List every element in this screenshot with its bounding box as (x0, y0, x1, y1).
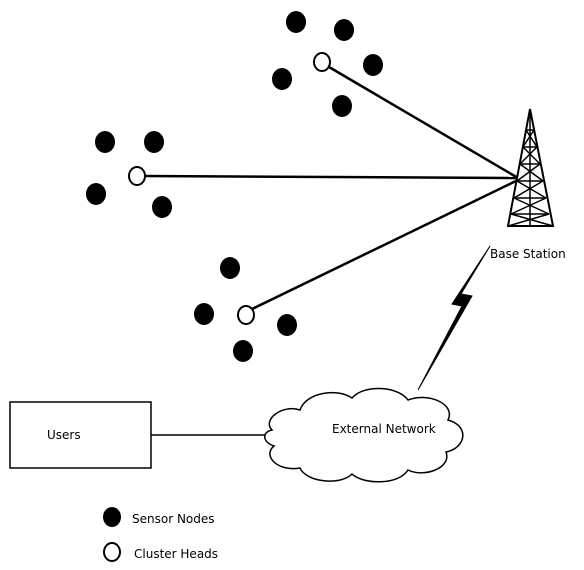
link-top-cluster (328, 65, 519, 180)
base-station-tower (506, 108, 555, 227)
sensor-node (86, 183, 106, 205)
sensor-node (95, 131, 115, 153)
sensor-node (272, 68, 292, 90)
sensor-node (332, 95, 352, 117)
link-left-cluster (144, 174, 519, 180)
legend-sensor-marker (103, 507, 121, 527)
base-station-label: Base Station (490, 247, 566, 261)
link-bottom-cluster (249, 178, 519, 312)
sensor-nodes (86, 11, 383, 362)
external-network-cloud (264, 387, 464, 483)
sensor-node (194, 303, 214, 325)
cluster-head-bottom (237, 305, 255, 325)
sensor-node (286, 11, 306, 33)
external-network-label: External Network (332, 422, 436, 436)
legend-cluster-marker (103, 542, 121, 562)
wireless-link-bolt (417, 245, 491, 391)
sensor-node (144, 131, 164, 153)
cluster-head-top (313, 52, 331, 72)
sensor-node (220, 257, 240, 279)
legend-cluster-label: Cluster Heads (134, 547, 219, 561)
sensor-node (233, 340, 253, 362)
cluster-heads (128, 52, 331, 325)
legend-sensor-label: Sensor Nodes (132, 512, 215, 526)
sensor-node (334, 19, 354, 41)
sensor-node (277, 314, 297, 336)
sensor-node (152, 196, 172, 218)
cluster-links (144, 65, 519, 312)
users-label: Users (47, 428, 81, 442)
cluster-head-left (128, 166, 146, 186)
sensor-node (363, 54, 383, 76)
